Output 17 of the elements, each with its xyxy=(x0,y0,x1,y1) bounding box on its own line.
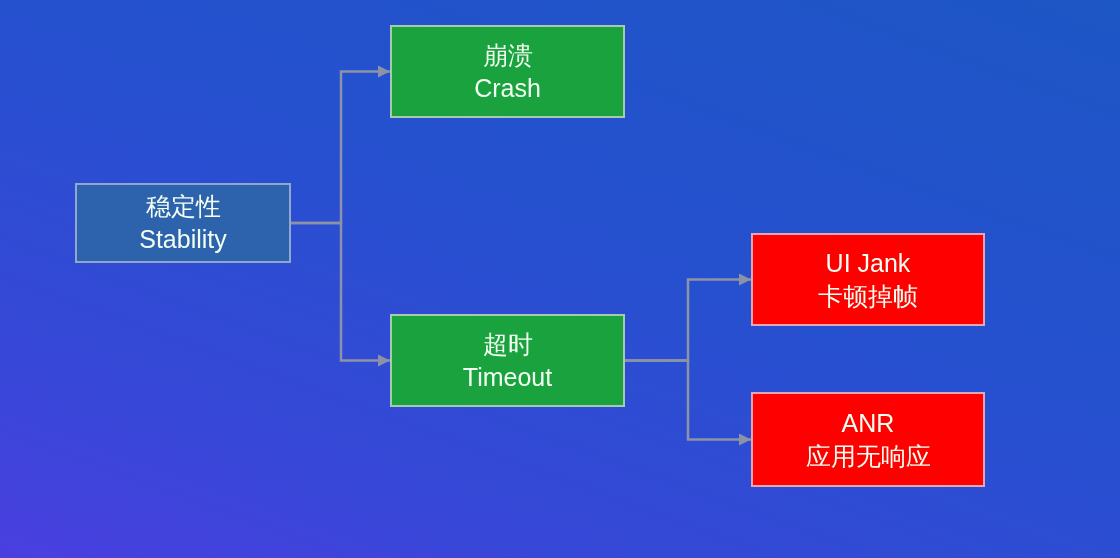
process-box xyxy=(390,314,625,407)
node-label: Crash xyxy=(474,72,541,104)
node-label: Stability xyxy=(139,224,227,255)
process-box xyxy=(751,392,985,487)
node-label: 崩溃 xyxy=(482,39,533,71)
node-label: 稳定性 xyxy=(145,191,221,222)
process-box xyxy=(75,183,291,263)
process-box xyxy=(751,233,985,326)
arrow xyxy=(625,359,751,446)
arrow xyxy=(291,221,390,367)
node-label: UI Jank xyxy=(825,247,911,279)
process-box xyxy=(390,25,625,118)
node-label: ANR xyxy=(841,407,895,439)
node-label: Timeout xyxy=(462,361,553,393)
node-label: 卡顿掉帧 xyxy=(818,280,918,312)
node-label: 超时 xyxy=(482,328,533,360)
node-label: 应用无响应 xyxy=(805,440,931,472)
